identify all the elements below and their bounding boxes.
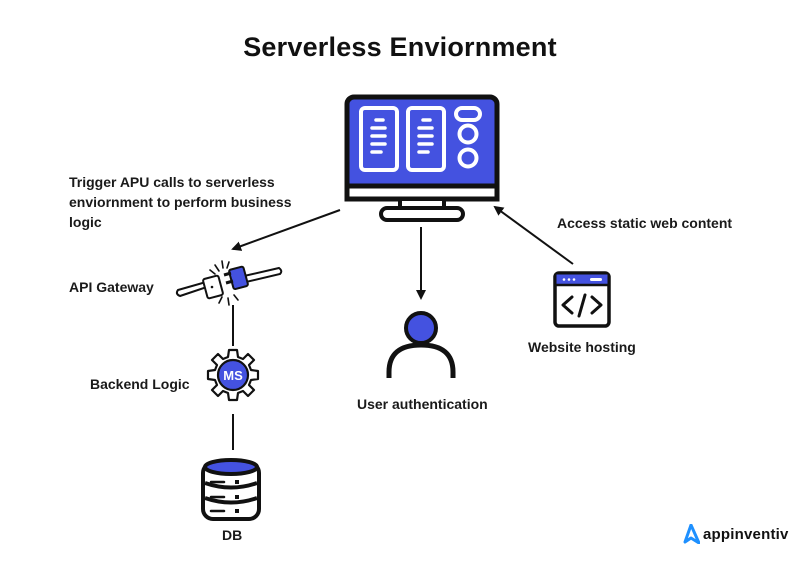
website-hosting-label: Website hosting bbox=[528, 339, 636, 355]
monitor-icon bbox=[344, 94, 500, 222]
access-static-label: Access static web content bbox=[557, 215, 733, 231]
gear-icon bbox=[206, 348, 260, 402]
edge-serverless-to-api-gateway bbox=[231, 209, 341, 251]
db-label: DB bbox=[222, 527, 243, 543]
database-icon bbox=[201, 458, 261, 521]
backend-badge: MS bbox=[223, 368, 243, 383]
user-icon bbox=[386, 311, 456, 378]
edge-website-hosting-to-serverless bbox=[493, 205, 574, 265]
diagram-title: Serverless Enviornment bbox=[243, 32, 557, 62]
plug-icon bbox=[175, 260, 283, 306]
brand-name: appinventiv bbox=[703, 525, 789, 543]
brand-logo: appinventiv bbox=[682, 524, 789, 544]
code-window-icon bbox=[553, 271, 611, 328]
user-auth-label: User authentication bbox=[357, 396, 488, 412]
api-gateway-label: API Gateway bbox=[69, 279, 154, 295]
appinventiv-logo-icon bbox=[683, 524, 700, 544]
backend-logic-label: Backend Logic bbox=[90, 376, 190, 392]
trigger-label: Trigger APU calls to serverless enviornm… bbox=[69, 174, 292, 230]
